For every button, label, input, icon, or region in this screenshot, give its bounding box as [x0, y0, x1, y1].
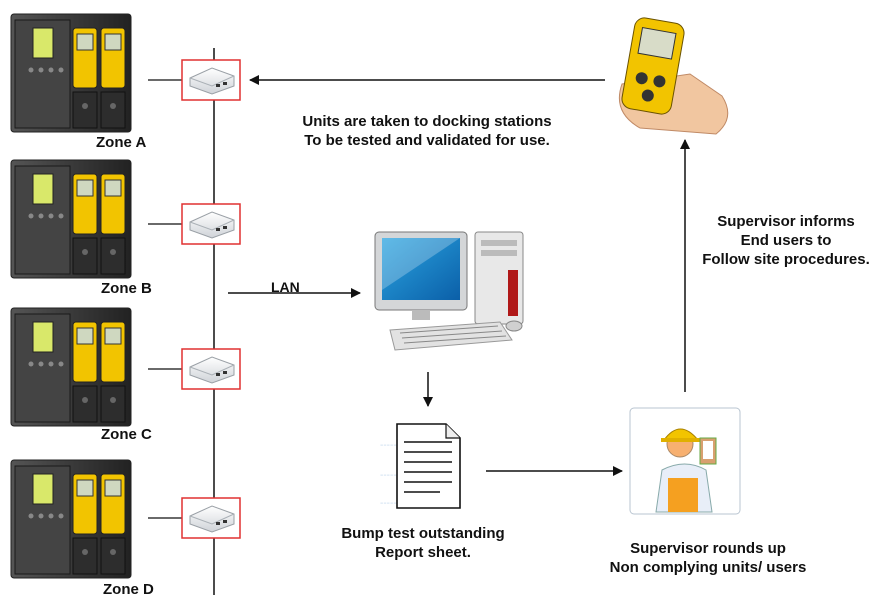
handheld-detector-icon: [618, 17, 729, 135]
docking-station-zone-c: [10, 307, 132, 427]
zone-label-c: Zone C: [101, 426, 152, 443]
docking-note-line1: Units are taken to docking stations: [302, 113, 552, 130]
network-hub-b: [181, 203, 241, 245]
docking-station-zone-b: [10, 159, 132, 279]
supervisor-informs-label: Supervisor informs End users to Follow s…: [692, 212, 880, 269]
docking-note-line2: To be tested and validated for use.: [304, 132, 550, 149]
report-label-line1: Bump test outstanding: [341, 525, 505, 542]
network-hub-c: [181, 348, 241, 390]
network-hub-d: [181, 497, 241, 539]
supervisor-informs-line1: Supervisor informs: [717, 213, 855, 230]
supervisor-roundup-line1: Supervisor rounds up: [630, 540, 786, 557]
supervisor-roundup-line2: Non complying units/ users: [609, 559, 807, 576]
docking-station-zone-d: [10, 459, 132, 579]
supervisor-informs-line3: Follow site procedures.: [702, 251, 870, 268]
report-label-line2: Report sheet.: [375, 544, 471, 561]
network-hub-a: [181, 59, 241, 101]
lan-label: LAN: [271, 279, 300, 295]
supervisor-informs-line2: End users to: [740, 232, 832, 249]
report-label: Bump test outstanding Report sheet.: [323, 524, 523, 562]
zone-label-d: Zone D: [103, 581, 154, 598]
computer-icon: [374, 231, 524, 351]
supervisor-roundup-label: Supervisor rounds up Non complying units…: [593, 539, 823, 577]
docking-note: Units are taken to docking stations To b…: [292, 112, 562, 150]
docking-station-zone-a: [10, 13, 132, 133]
supervisor-icon: [629, 407, 741, 515]
report-document-icon: ------- ------ ------- ------ ------- --…: [380, 423, 461, 509]
zone-label-b: Zone B: [101, 280, 152, 297]
zone-label-a: Zone A: [96, 134, 147, 151]
